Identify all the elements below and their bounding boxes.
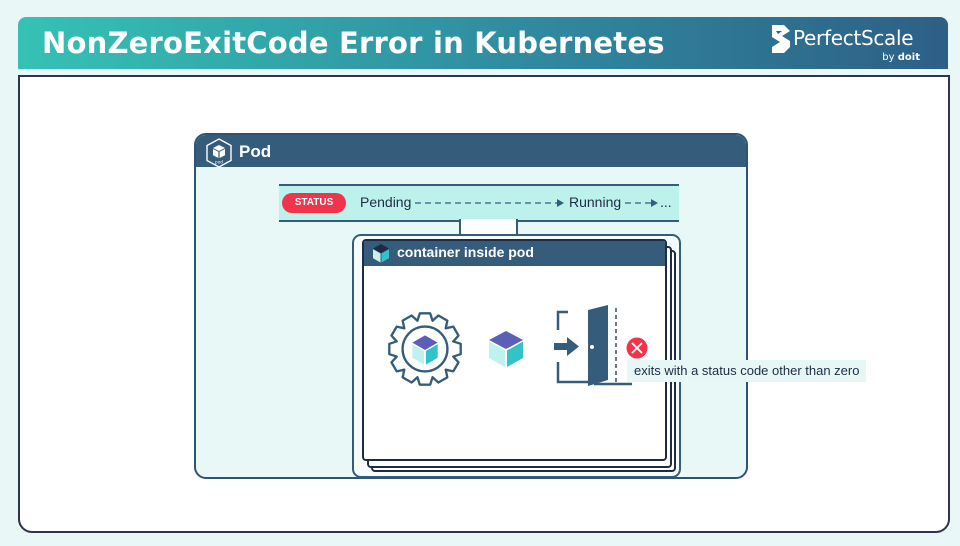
strip-connector [459,219,518,236]
transition-arrow [415,199,564,207]
page-title: NonZeroExitCode Error in Kubernetes [42,26,665,60]
status-badge: STATUS [282,193,346,213]
brand-logo: PerfectScale by doit [770,25,920,67]
pod-icon: pod [206,138,232,168]
container-cube-icon [489,331,523,367]
error-x-icon [626,337,648,359]
exit-door-icon [554,305,632,386]
state-ellipsis: ... [660,194,672,210]
exit-status-note: exits with a status code other than zero [627,360,867,382]
pod-icon-caption: pod [215,160,223,165]
brand-name: PerfectScale [793,26,914,50]
pod-header: pod Pod [196,135,746,168]
transition-arrow-2 [625,199,658,207]
cube-icon [373,244,389,263]
status-strip: STATUS Pending Running ... [279,184,679,222]
state-running: Running [569,194,622,210]
brand-company: doit [897,52,920,63]
title-banner: NonZeroExitCode Error in Kubernetes Perf… [18,17,948,69]
brand-byline: by doit [882,52,920,63]
gear-icon [388,312,462,386]
container-label: container inside pod [397,244,534,260]
container-header: container inside pod [364,241,665,266]
state-pending: Pending [360,194,412,210]
perfectscale-logo-icon [772,25,790,53]
brand-by-text: by [882,52,895,63]
pod-label: Pod [239,142,272,161]
